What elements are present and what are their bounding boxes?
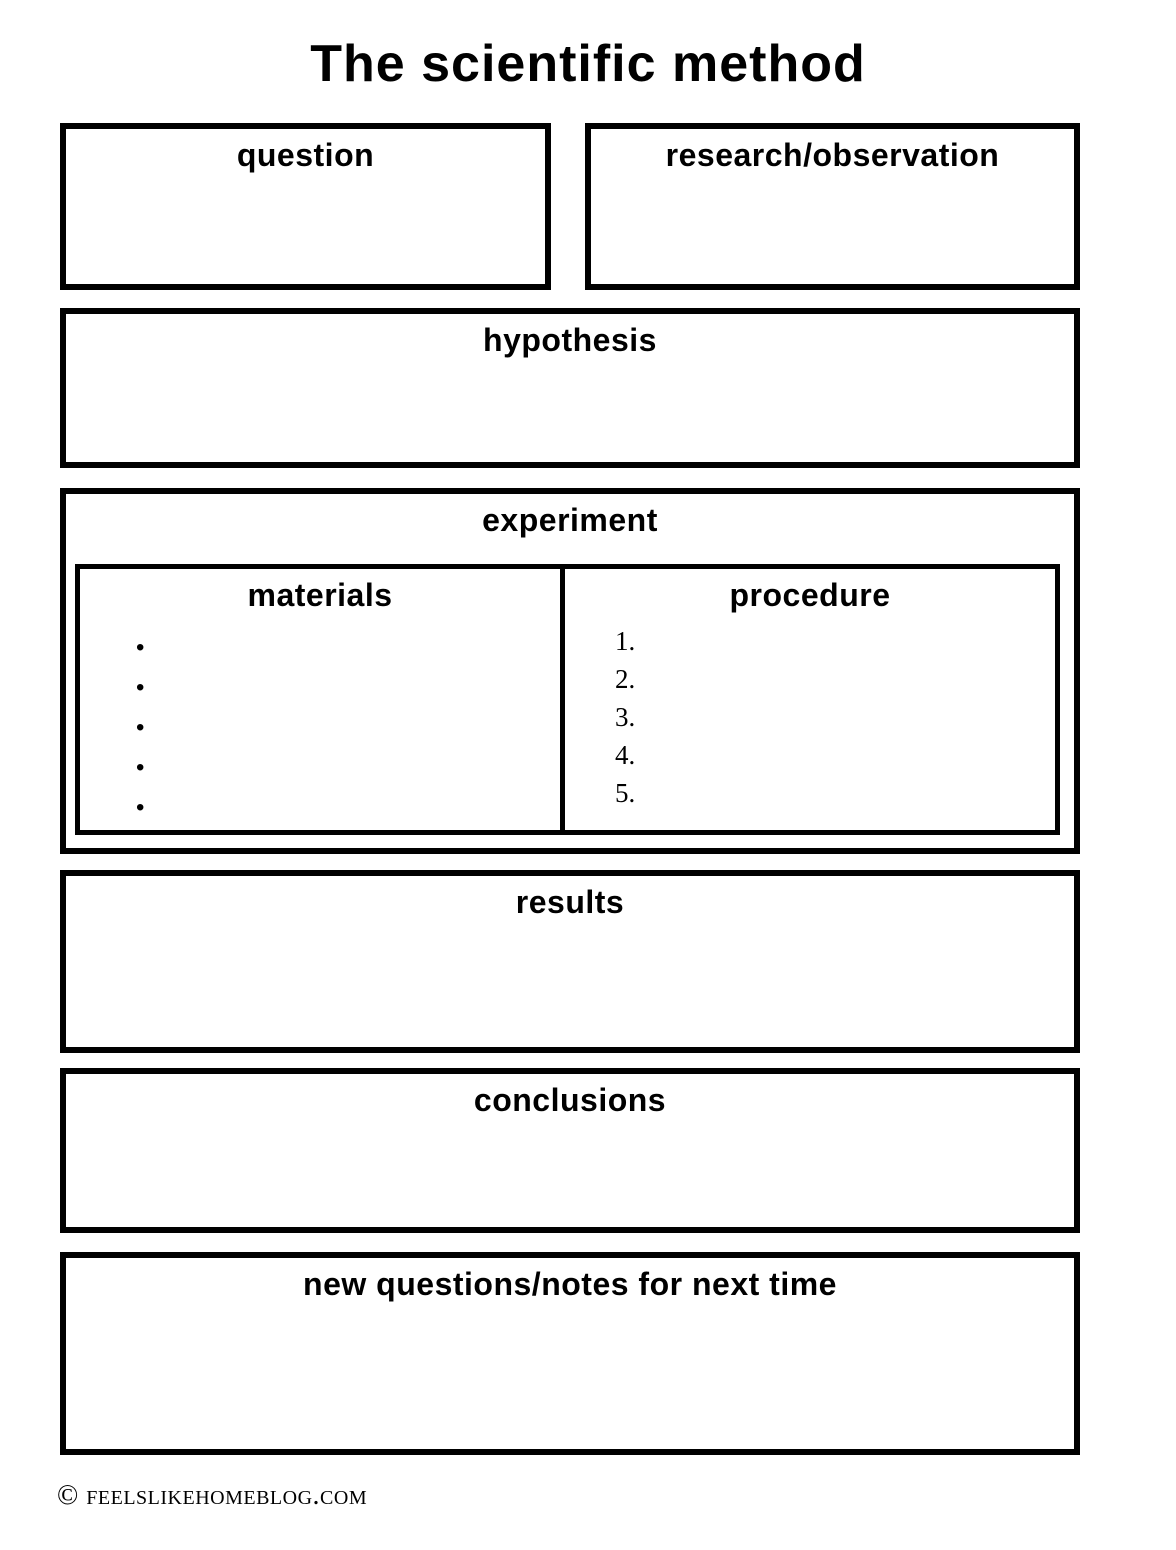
experiment-section: experiment materials • • • • • procedure… [60, 488, 1080, 854]
procedure-numbered-list: 1. 2. 3. 4. 5. [565, 622, 1055, 812]
results-section: results [60, 870, 1080, 1053]
hypothesis-section: hypothesis [60, 308, 1080, 468]
procedure-label: procedure [729, 577, 891, 613]
procedure-cell: procedure 1. 2. 3. 4. 5. [565, 569, 1055, 830]
results-label: results [515, 884, 625, 920]
procedure-step-number: 4. [615, 740, 636, 770]
procedure-step-number: 3. [615, 702, 636, 732]
experiment-inner-box: materials • • • • • procedure 1. 2. 3. 4… [75, 564, 1060, 835]
procedure-step-number: 5. [615, 778, 636, 808]
procedure-step-number: 1. [615, 626, 636, 656]
conclusions-label: conclusions [473, 1082, 667, 1118]
procedure-step-number: 2. [615, 664, 636, 694]
copyright-credit: © feelslikehomeblog.com [57, 1480, 368, 1511]
materials-cell: materials • • • • • [80, 569, 565, 830]
research-observation-section: research/observation [585, 123, 1080, 290]
conclusions-section: conclusions [60, 1068, 1080, 1233]
materials-bullet: • [136, 714, 145, 741]
question-section: question [60, 123, 551, 290]
hypothesis-label: hypothesis [483, 322, 657, 358]
page-title: The scientific method [310, 35, 866, 93]
materials-bullet-list: • • • • • [80, 628, 560, 828]
materials-bullet: • [136, 674, 145, 701]
materials-label: materials [247, 577, 393, 613]
materials-bullet: • [136, 794, 145, 821]
question-label: question [236, 137, 375, 173]
new-questions-label: new questions/notes for next time [303, 1266, 837, 1302]
materials-bullet: • [136, 754, 145, 781]
research-observation-label: research/observation [665, 137, 1000, 173]
new-questions-section: new questions/notes for next time [60, 1252, 1080, 1455]
experiment-label: experiment [482, 502, 658, 538]
materials-bullet: • [136, 634, 145, 661]
